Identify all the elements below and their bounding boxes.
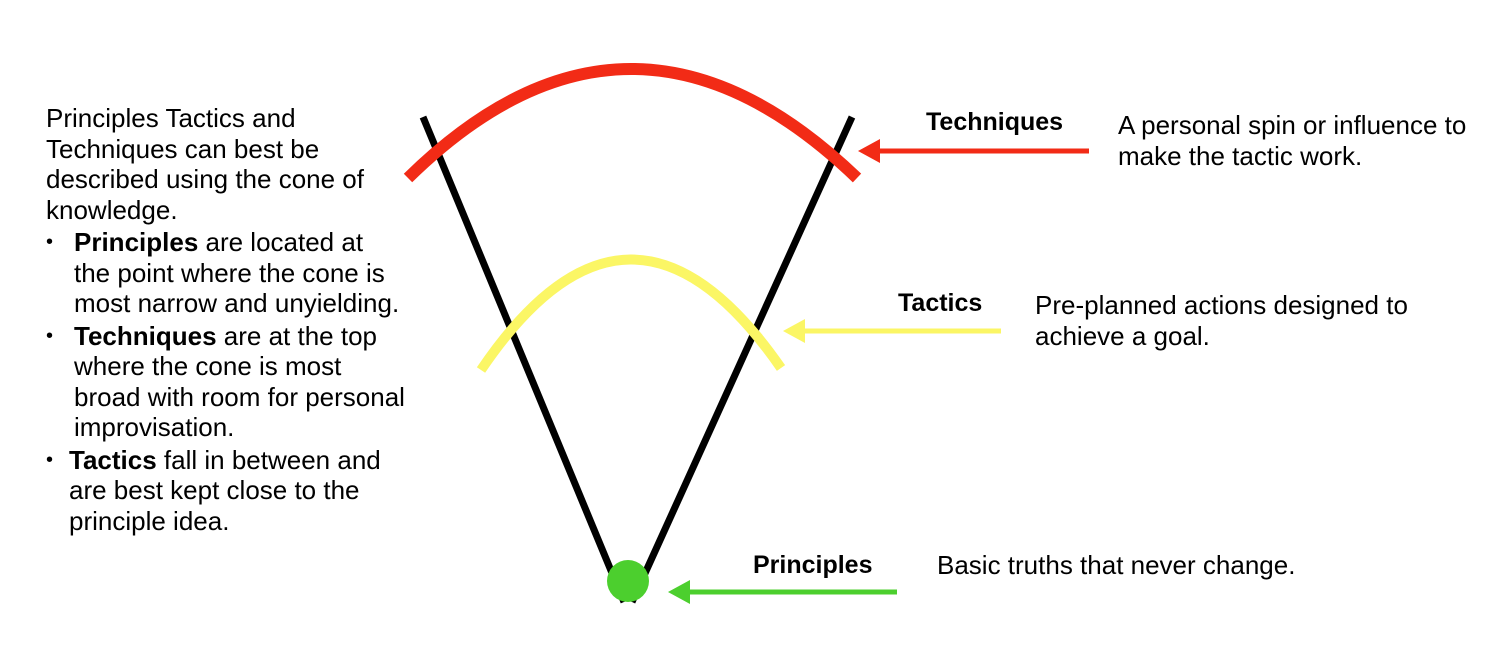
bullet-dot-icon: • [46,448,54,471]
cone-right-line [628,115,856,604]
tactics-label: Tactics [898,289,983,317]
techniques-arc [403,63,862,183]
bullet-text: are located at the point where the cone … [74,227,400,318]
bullet-text: are at the top where the cone is most br… [74,320,405,443]
tactics-arc [476,254,786,373]
principles-arrow-icon [668,580,897,604]
bullet-text: fall in between and are best kept close … [69,444,381,536]
bullet-term: Tactics [69,444,157,475]
techniques-arrow-icon [858,139,1089,163]
bullet-dot-icon: • [46,324,54,347]
bullet-term: Techniques [74,320,217,351]
bullet-principles: • Principles are located at the point wh… [46,227,406,319]
bullet-tactics: • Tactics fall in between and are best k… [46,445,406,537]
intro-paragraph: Principles Tactics and Techniques can be… [46,103,364,225]
bullet-techniques: • Techniques are at the top where the co… [46,321,406,443]
principles-dot [607,560,649,602]
bullet-dot-icon: • [46,231,54,253]
techniques-description: A personal spin or influence to make the… [1118,110,1467,171]
principles-label: Principles [753,551,873,579]
tactics-arrow-icon [783,319,1001,343]
cone-left-line [419,115,628,604]
techniques-label: Techniques [926,108,1064,136]
intro-text: Principles Tactics and Techniques can be… [46,103,406,536]
bullet-term: Principles [74,227,199,257]
principles-description: Basic truths that never change. [937,550,1296,580]
tactics-description: Pre-planned actions designed to achieve … [1035,290,1408,351]
